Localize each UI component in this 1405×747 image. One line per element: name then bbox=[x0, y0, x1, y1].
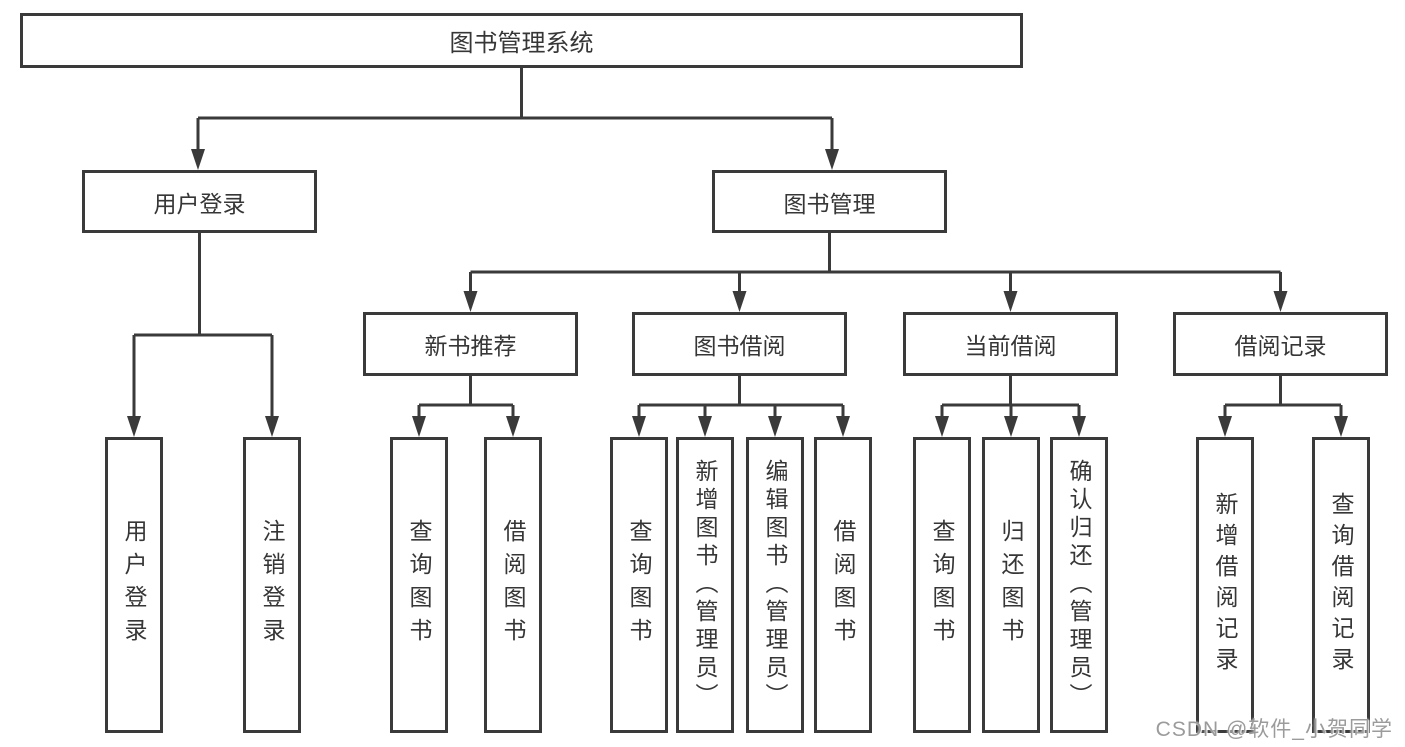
node-borrow-records: 借阅记录 bbox=[1173, 312, 1388, 376]
leaf-query-books-under-current: 查询图书 bbox=[913, 437, 971, 733]
leaf-query-books-under-borrow: 查询图书 bbox=[610, 437, 668, 733]
node-new-book-recommend: 新书推荐 bbox=[363, 312, 578, 376]
connector-user-login-split bbox=[134, 233, 272, 337]
leaf-return-book: 归还图书 bbox=[982, 437, 1040, 733]
connector-book-management-split bbox=[470, 232, 1281, 274]
node-book-borrow: 图书借阅 bbox=[632, 312, 847, 376]
node-user-login: 用户登录 bbox=[82, 170, 317, 233]
leaf-add-borrow-record: 新增借阅记录 bbox=[1196, 437, 1254, 733]
leaf-borrow-books-under-borrow: 借阅图书 bbox=[814, 437, 872, 733]
connector-borrow-records-split bbox=[1225, 376, 1341, 407]
leaf-add-book-admin: 新增图书（管理员） bbox=[676, 437, 734, 733]
leaf-borrow-books-under-recommend: 借阅图书 bbox=[484, 437, 542, 733]
connector-root-split bbox=[198, 68, 832, 120]
connector-current-borrow-split bbox=[942, 376, 1079, 407]
leaf-user-login: 用户登录 bbox=[105, 437, 163, 733]
leaf-logout: 注销登录 bbox=[243, 437, 301, 733]
leaf-confirm-return-admin: 确认归还（管理员） bbox=[1050, 437, 1108, 733]
connector-new-book-split bbox=[419, 376, 513, 407]
leaf-query-books-under-recommend: 查询图书 bbox=[390, 437, 448, 733]
node-book-management: 图书管理 bbox=[712, 170, 947, 233]
csdn-watermark: CSDN @软件_小贺同学 bbox=[1155, 718, 1393, 741]
connector-book-borrow-split bbox=[639, 376, 843, 407]
leaf-edit-book-admin: 编辑图书（管理员） bbox=[746, 437, 804, 733]
leaf-query-borrow-record: 查询借阅记录 bbox=[1312, 437, 1370, 733]
root-node-library-system: 图书管理系统 bbox=[20, 13, 1023, 68]
node-current-borrow: 当前借阅 bbox=[903, 312, 1118, 376]
